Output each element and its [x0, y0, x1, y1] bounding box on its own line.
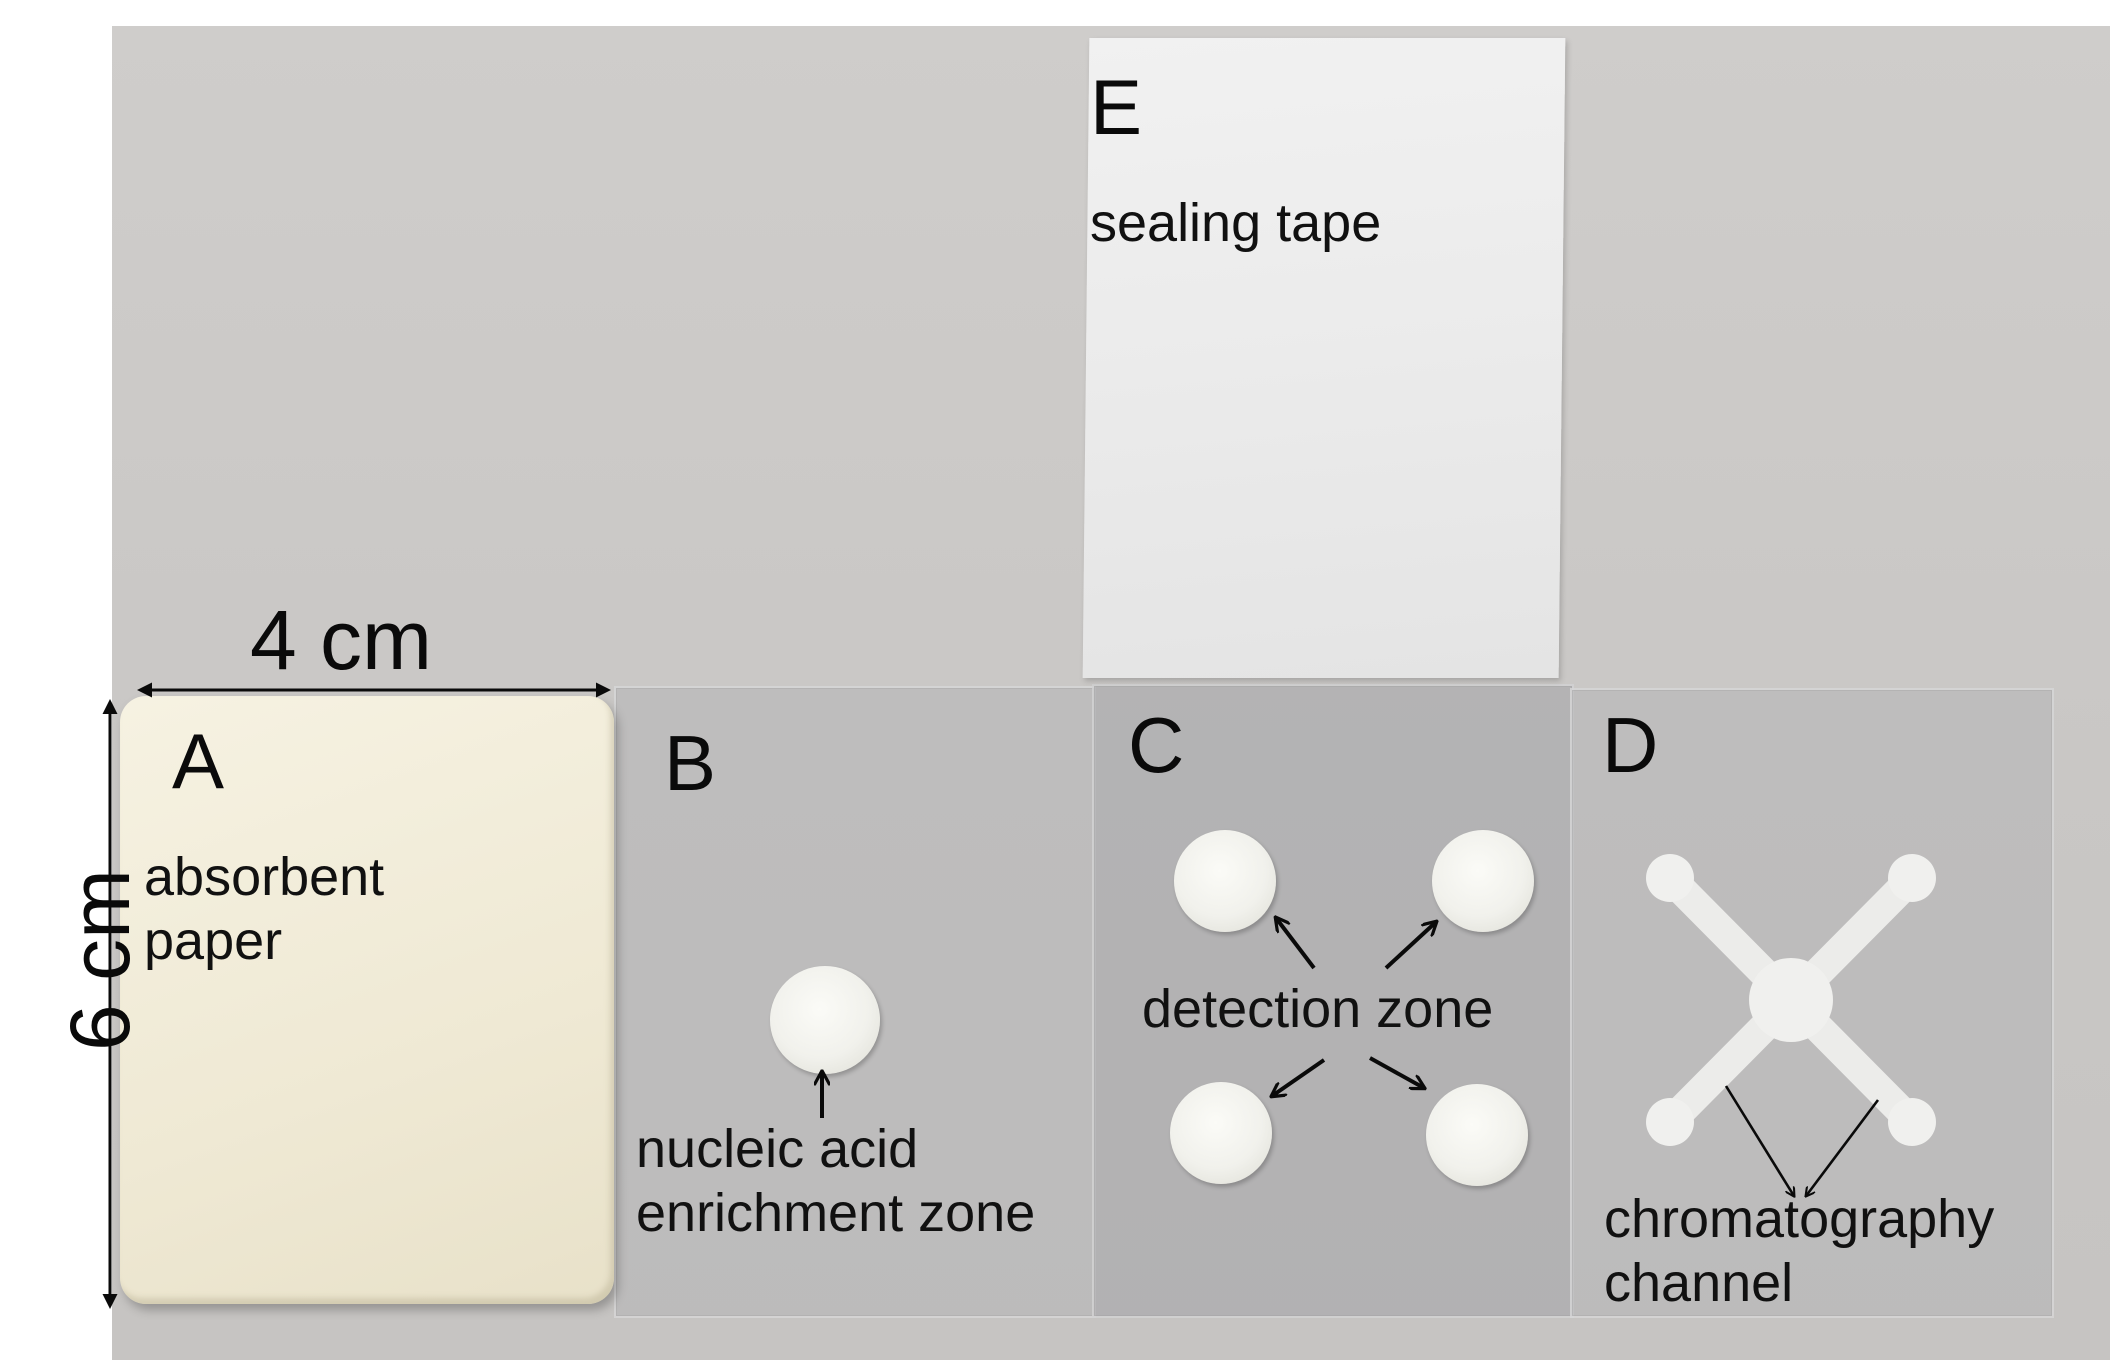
detection-disc-bottom-left	[1170, 1082, 1272, 1184]
absorbent-paper-panel-a	[120, 696, 614, 1304]
detection-disc-top-right	[1432, 830, 1534, 932]
panel-letter-e: E	[1090, 63, 1143, 151]
enrichment-disc	[770, 966, 880, 1074]
detection-zone-label: detection zone	[1142, 979, 1494, 1039]
detection-disc-bottom-right	[1426, 1084, 1528, 1186]
chromatography-channel-label: chromatography channel	[1604, 1189, 1995, 1313]
film-panel-c	[1092, 684, 1574, 1318]
detection-arrow-top-right	[1384, 922, 1436, 970]
sealing-tape-label: sealing tape	[1090, 193, 1382, 253]
height-dimension-label: 6 cm	[53, 868, 147, 1052]
detection-disc-top-left	[1174, 830, 1276, 932]
channel-arrow-right	[1806, 1099, 1880, 1196]
panel-letter-b: B	[664, 719, 717, 807]
channel-arrow-left	[1724, 1085, 1794, 1196]
width-dimension-label: 4 cm	[250, 593, 433, 687]
detection-arrow-bottom-left	[1272, 1058, 1326, 1096]
detection-arrow-top-left	[1276, 918, 1316, 970]
panel-letter-d: D	[1602, 701, 1659, 789]
panel-letter-a: A	[172, 717, 225, 805]
enrichment-zone-label: nucleic acid enrichment zone	[636, 1119, 1036, 1243]
chromatography-channel-shape	[1646, 854, 1936, 1146]
panel-letter-c: C	[1128, 701, 1185, 789]
detection-arrow-bottom-right	[1369, 1056, 1424, 1088]
absorbent-paper-label: absorbent paper	[144, 847, 385, 971]
